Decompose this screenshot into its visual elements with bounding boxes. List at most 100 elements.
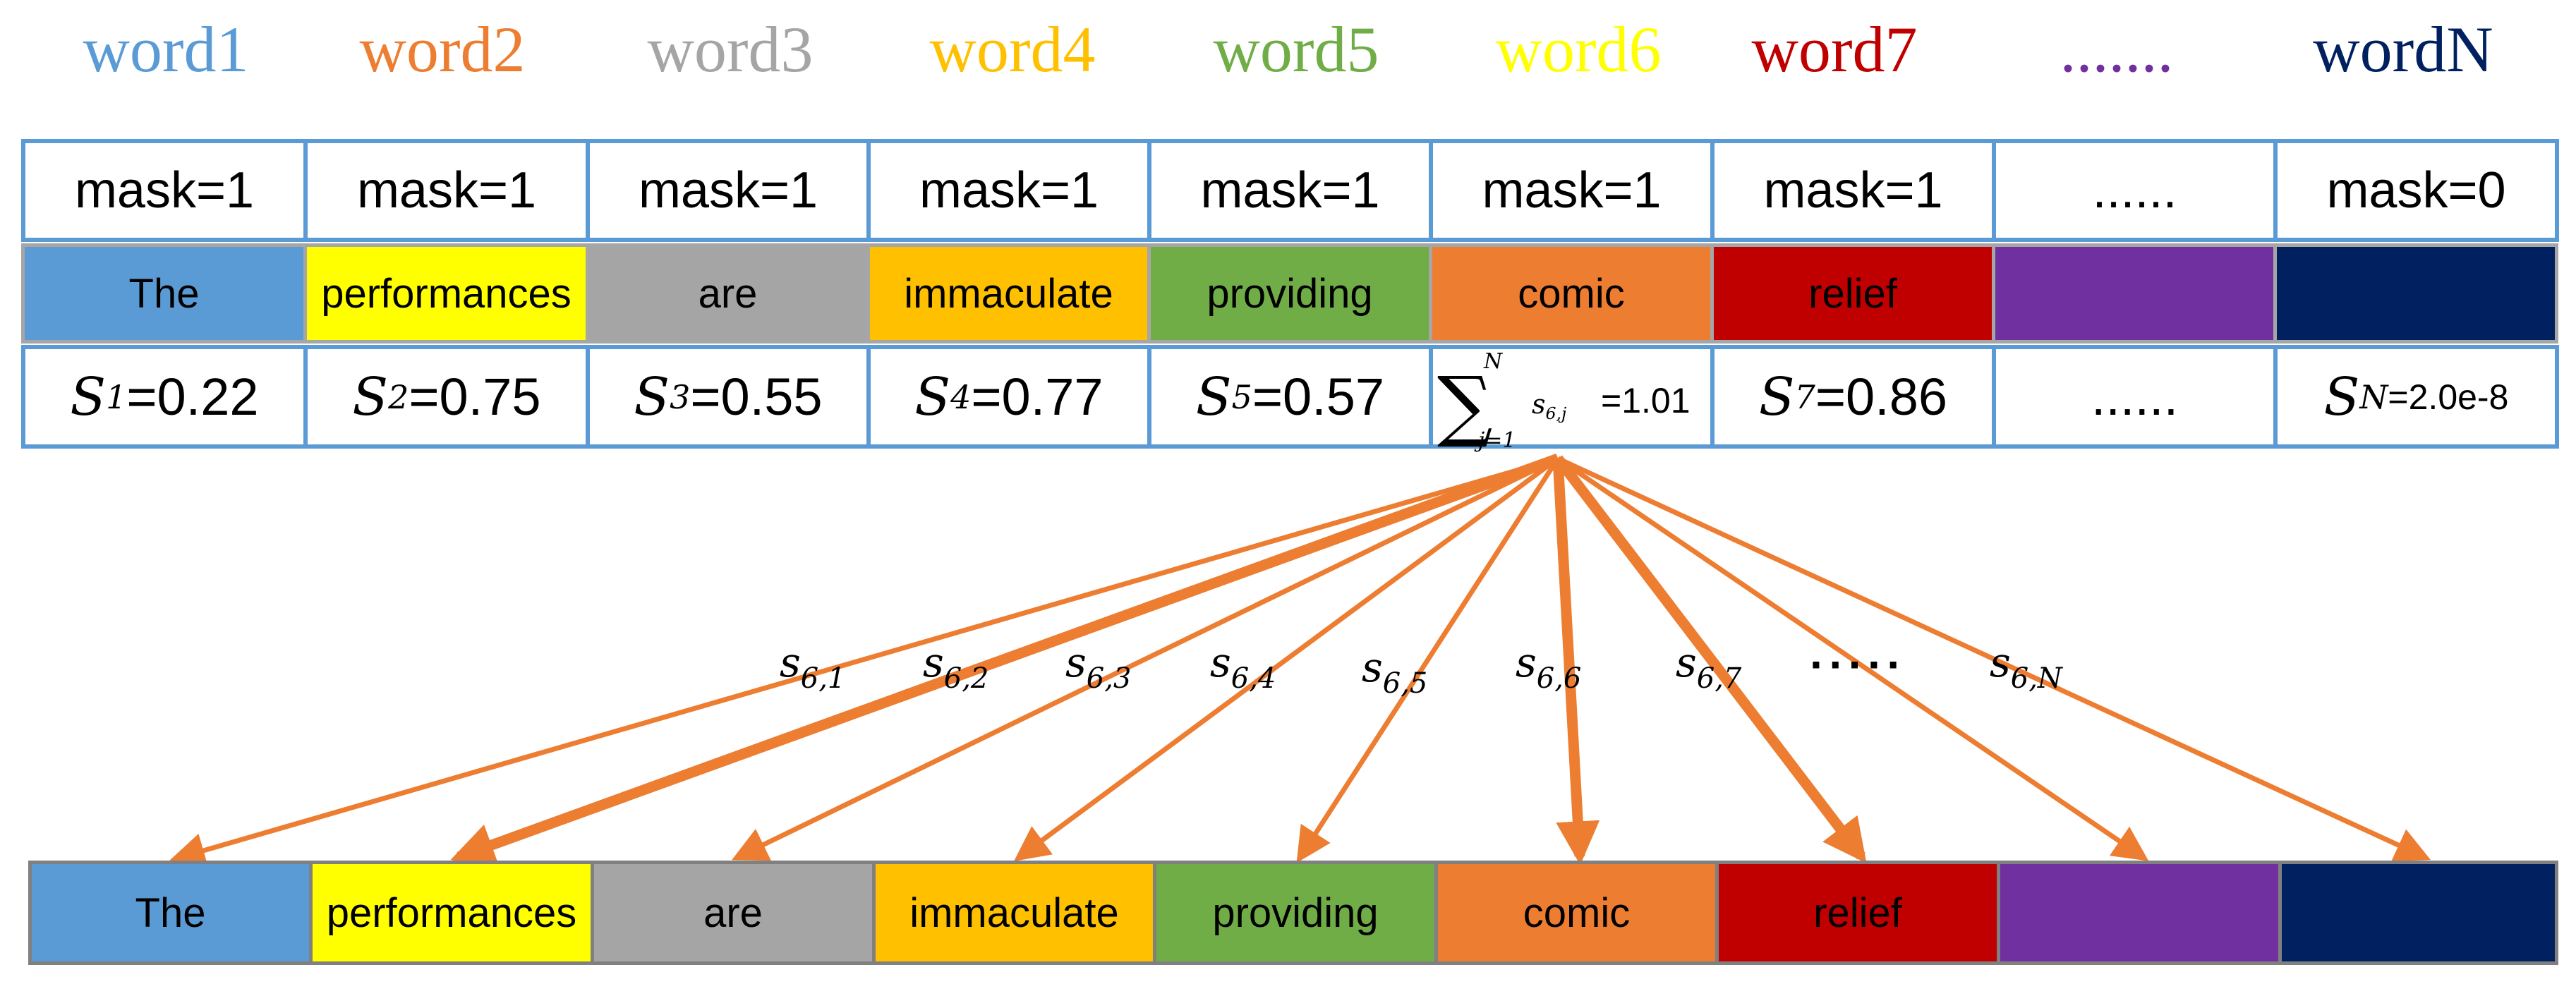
token-cell: immaculate [866, 243, 1151, 344]
mask-label: mask=1 [1763, 162, 1943, 219]
mask-label: mask=1 [356, 162, 537, 219]
edge-label-subscript: 6,N [2010, 662, 2062, 695]
token-label: The [128, 270, 200, 317]
edge-label-dots: ····· [1810, 639, 1906, 690]
score-symbol: S [352, 366, 389, 427]
bottom-token-label: performances [326, 889, 577, 936]
score-value: =0.55 [690, 368, 823, 426]
token-label: performances [321, 270, 572, 317]
edge-label-symbol: s [1516, 638, 1537, 686]
edge-label-subscript: 6,2 [943, 662, 989, 695]
score-subscript: 5 [1231, 377, 1252, 416]
token-label: are [698, 270, 758, 317]
attention-arrow-5 [1296, 457, 1560, 863]
score-value: =0.75 [409, 368, 541, 426]
header-word-8: ....... [2060, 13, 2174, 85]
attention-arrow-8 [1556, 456, 2149, 861]
mask-label: mask=1 [74, 162, 255, 219]
score-symbol: S [914, 366, 951, 427]
mask-cell: mask=1 [303, 139, 590, 242]
score-value: ...... [2091, 368, 2179, 426]
attention-arrow-1 [169, 456, 1559, 868]
bottom-token-cell: The [28, 861, 313, 965]
score-subscript: 2 [388, 377, 409, 416]
edge-label-9: s6,N [1990, 638, 2062, 695]
edge-label-ellipsis: ····· [1810, 638, 1906, 691]
bottom-token-label: relief [1813, 889, 1902, 936]
attention-arrow-7 [1554, 455, 1867, 863]
bottom-token-label: are [703, 889, 763, 936]
edge-label-subscript: 6,4 [1230, 662, 1276, 695]
bottom-token-cell: comic [1434, 861, 1719, 965]
edge-label-subscript: 6,3 [1086, 662, 1132, 695]
score-subscript: 4 [950, 377, 972, 416]
mask-cell: mask=1 [866, 139, 1151, 242]
bottom-token-label: providing [1212, 889, 1379, 936]
bottom-token-cell: performances [309, 861, 594, 965]
edge-label-subscript: 6,1 [800, 662, 846, 695]
token-cell: The [21, 243, 307, 344]
token-cell [1992, 243, 2277, 344]
sum-term-symbol: s [1532, 389, 1546, 420]
score-subscript: 1 [106, 377, 127, 416]
score-subscript: N [2359, 377, 2388, 416]
score-cell: ...... [1992, 345, 2278, 449]
mask-label: ...... [2092, 162, 2177, 219]
header-word-6: word6 [1495, 13, 1662, 85]
bottom-token-label: The [135, 889, 206, 936]
header-word-3: word3 [647, 13, 814, 85]
edge-label-subscript: 6,6 [1536, 662, 1582, 695]
mask-cell: mask=0 [2273, 139, 2559, 242]
score-value: =2.0e-8 [2388, 377, 2509, 417]
score-value: =0.86 [1815, 368, 1948, 426]
mask-label: mask=1 [638, 162, 818, 219]
edge-label-5: s6,5 [1362, 643, 1427, 700]
edge-label-6: s6,6 [1516, 638, 1581, 695]
mask-cell: mask=1 [1147, 139, 1433, 242]
mask-label: mask=0 [2326, 162, 2506, 219]
edge-label-1: s6,1 [780, 638, 845, 695]
mask-label: mask=1 [1482, 162, 1662, 219]
mask-cell: mask=1 [21, 139, 308, 242]
edge-label-3: s6,3 [1065, 638, 1131, 695]
token-cell: performances [303, 243, 589, 344]
score-symbol: S [1758, 366, 1795, 427]
edge-label-symbol: s [1210, 638, 1231, 686]
attention-arrow-9 [1556, 456, 2431, 861]
bottom-token-cell: providing [1153, 861, 1438, 965]
bottom-token-label: immaculate [909, 889, 1119, 936]
score-value: =1.01 [1601, 381, 1691, 420]
sum-term-subscript: 6,j [1545, 403, 1567, 424]
score-value: =0.57 [1252, 368, 1385, 426]
score-symbol: S [1195, 366, 1232, 427]
edge-label-subscript: 6,5 [1382, 667, 1428, 700]
mask-cell: mask=1 [1429, 139, 1715, 242]
mask-cell: ...... [1992, 139, 2278, 242]
bottom-token-cell [1997, 861, 2282, 965]
sum-term: s6,j [1532, 389, 1566, 423]
edge-label-symbol: s [780, 638, 801, 686]
sum-upper-limit: N [1484, 349, 1503, 374]
edge-label-symbol: s [1065, 638, 1087, 686]
bottom-token-cell: immaculate [872, 861, 1156, 965]
edge-label-7: s6,7 [1676, 638, 1741, 695]
score-subscript: 3 [670, 377, 691, 416]
attention-arrow-3 [732, 456, 1559, 861]
header-word-4: word4 [929, 13, 1096, 85]
bottom-token-cell [2278, 861, 2558, 965]
score-symbol: S [70, 366, 107, 427]
edge-label-4: s6,4 [1210, 638, 1276, 695]
token-cell: providing [1147, 243, 1432, 344]
header-word-2: word2 [359, 13, 526, 85]
score-symbol: S [2323, 366, 2360, 427]
token-cell [2273, 243, 2558, 344]
edge-label-symbol: s [1990, 638, 2011, 686]
edge-label-symbol: s [923, 638, 944, 686]
